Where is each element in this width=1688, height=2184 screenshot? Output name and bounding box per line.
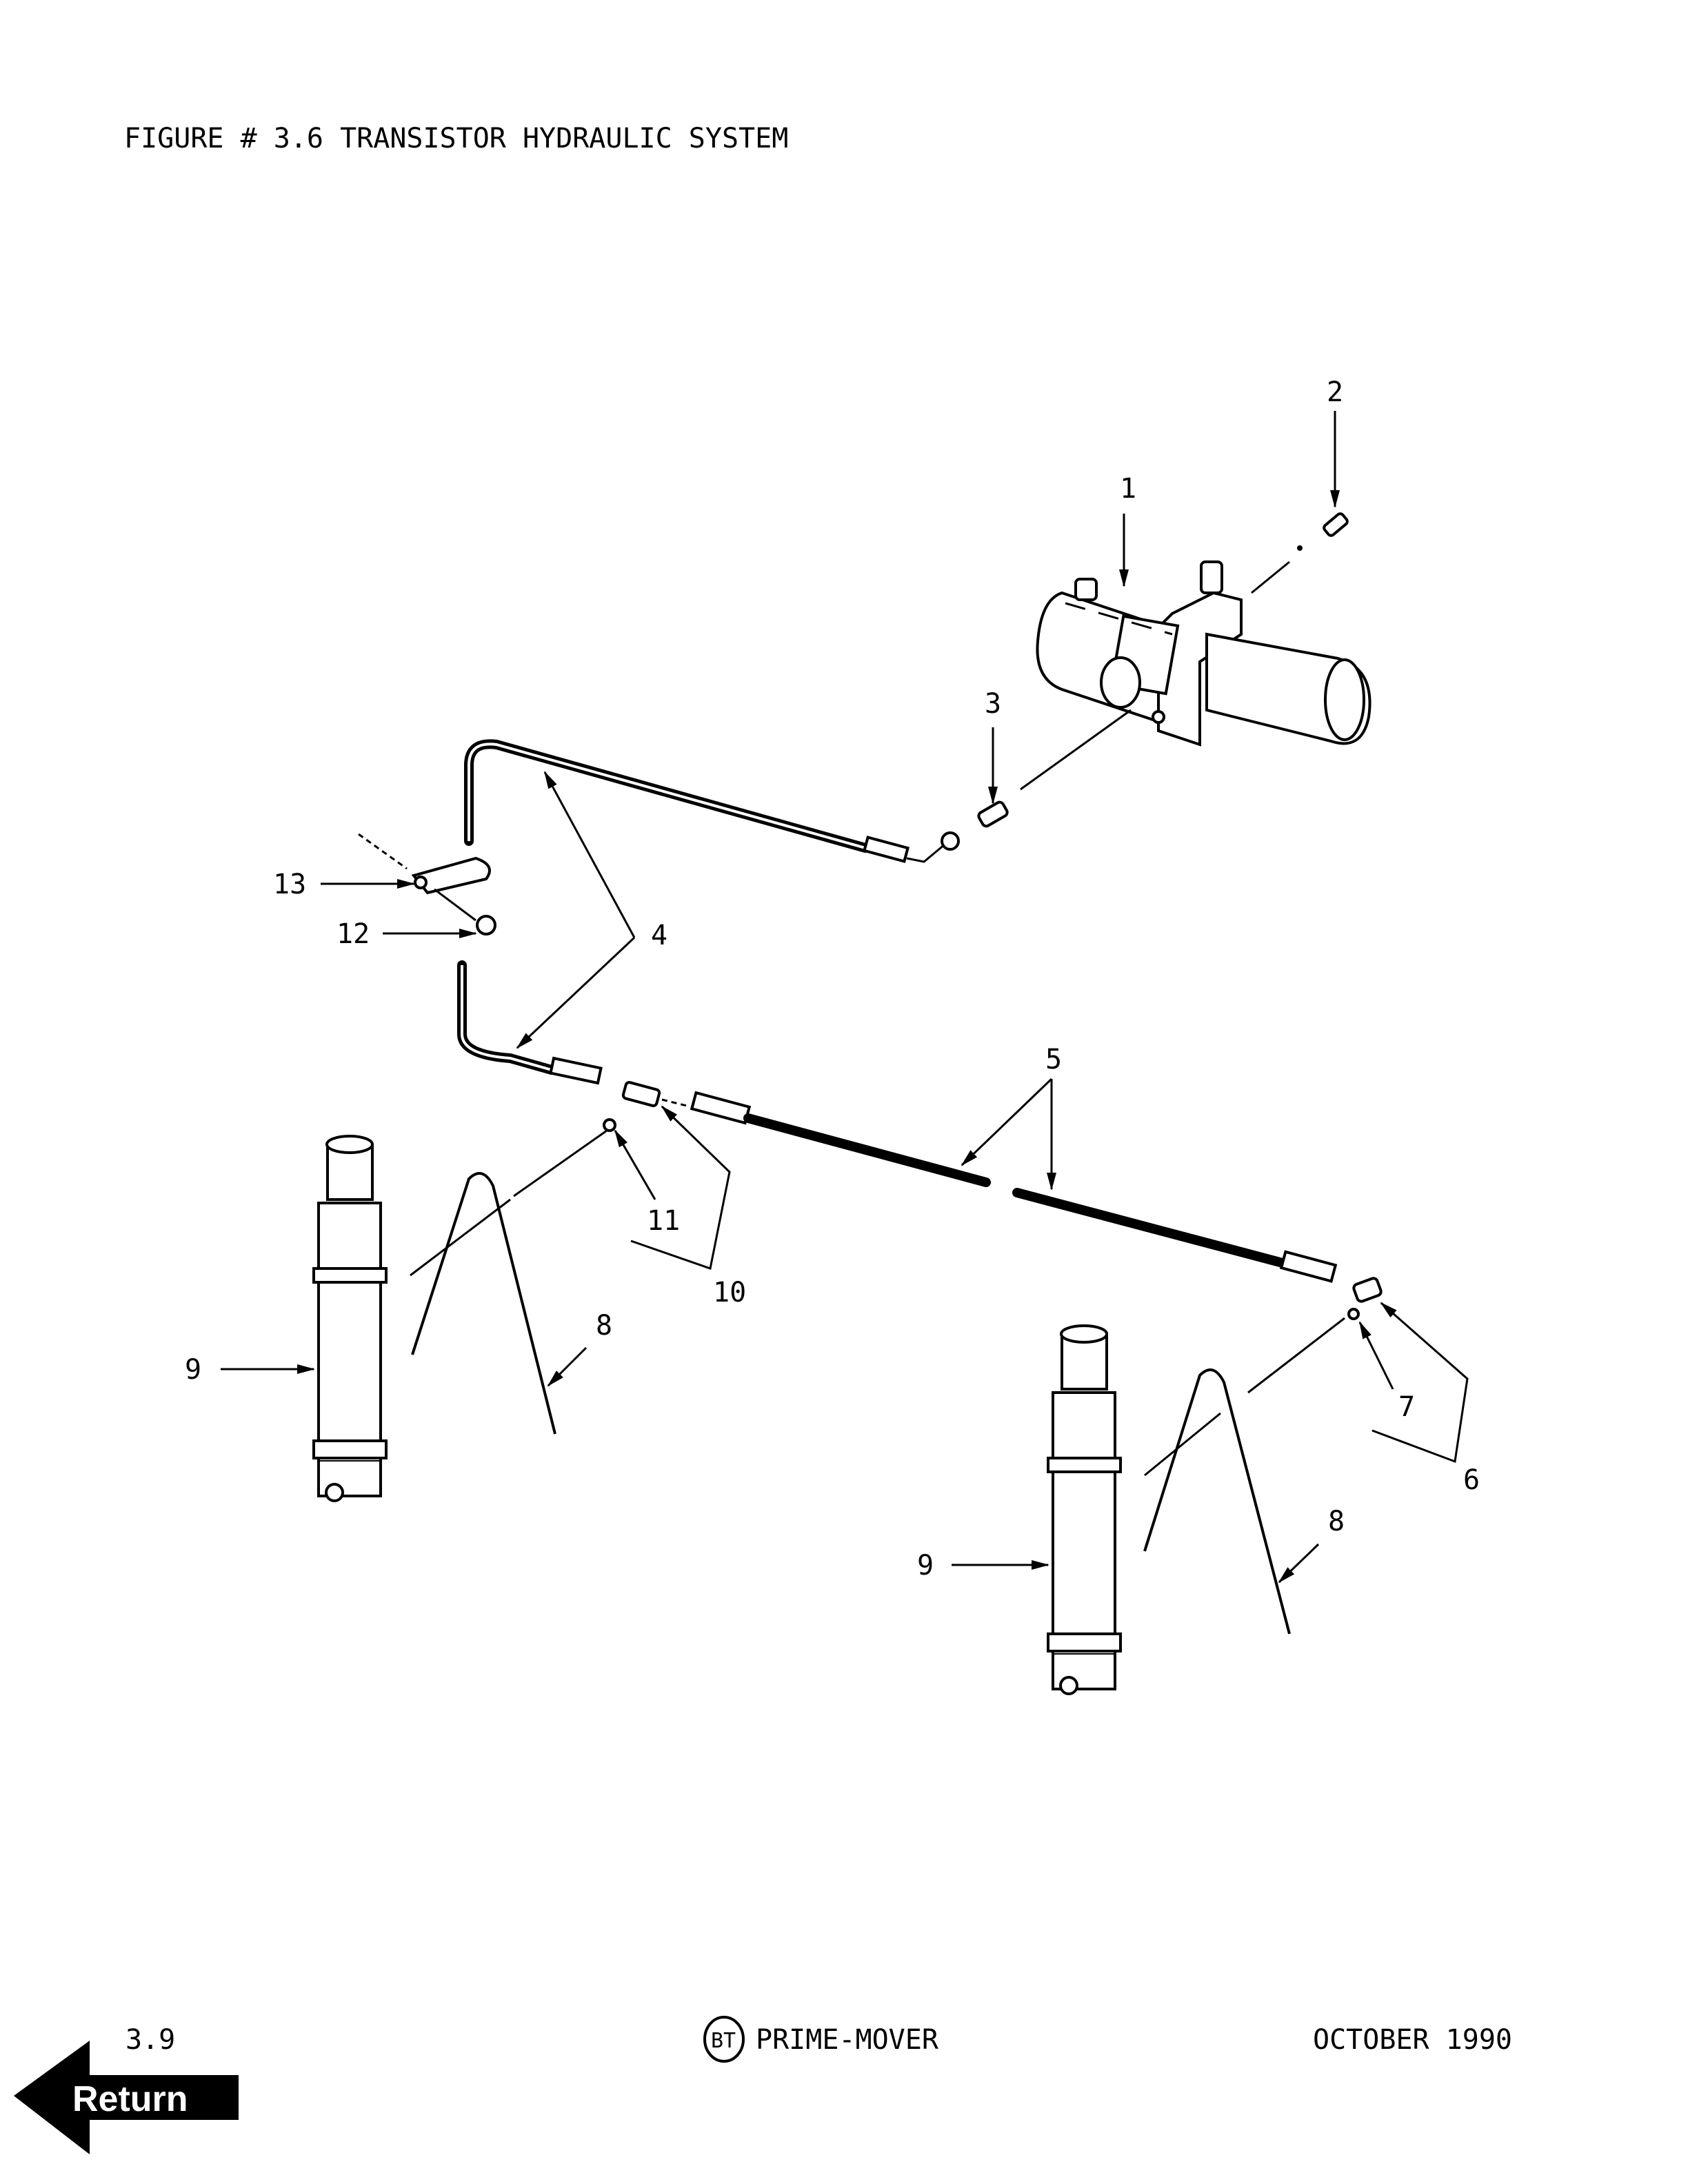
callout-10: 10 (713, 1277, 746, 1308)
product-name: PRIME-MOVER (756, 2024, 939, 2056)
svg-text:BT: BT (711, 2029, 736, 2053)
hose-assembly-5 (690, 1091, 1338, 1283)
spring-part-8-left (411, 1172, 556, 1435)
callout-leaders (221, 411, 1469, 1584)
callout-13: 13 (273, 869, 306, 900)
return-label: Return (72, 2079, 188, 2119)
cylinder-part-9-left (312, 1129, 607, 1502)
callout-4: 4 (651, 920, 667, 951)
callout-9-right: 9 (917, 1550, 934, 1581)
clamp-part-13 (358, 833, 491, 922)
hydraulic-pump-unit (1036, 560, 1372, 747)
spring-part-8-right (1143, 1368, 1291, 1635)
callout-11: 11 (647, 1205, 680, 1237)
callout-5: 5 (1045, 1044, 1062, 1075)
screw-part-2 (1251, 512, 1349, 594)
nut-part-12 (476, 915, 496, 936)
callout-12: 12 (336, 918, 370, 950)
page-number: 3.9 (125, 2024, 175, 2056)
figure-title: FIGURE # 3.6 TRANSISTOR HYDRAULIC SYSTEM (124, 123, 788, 154)
elbow-fitting-6 (1247, 1277, 1383, 1394)
callout-1: 1 (1120, 473, 1136, 505)
bt-logo: BT (703, 2016, 745, 2063)
fitting-part-3 (977, 709, 1132, 828)
callout-3: 3 (985, 688, 1001, 720)
publication-date: OCTOBER 1990 (1313, 2024, 1512, 2056)
callout-6: 6 (1463, 1464, 1480, 1496)
left-arrow-icon: Return (14, 2041, 239, 2154)
cylinder-part-9-right (1047, 1324, 1221, 1695)
tube-assembly-4 (457, 739, 960, 1085)
callout-2: 2 (1327, 376, 1343, 408)
callout-8-left: 8 (596, 1310, 612, 1342)
callout-7: 7 (1398, 1391, 1415, 1423)
callout-8-right: 8 (1328, 1506, 1345, 1537)
tee-fitting-10 (603, 1081, 690, 1132)
callout-9-left: 9 (185, 1354, 201, 1386)
return-button[interactable]: Return (14, 2037, 241, 2158)
